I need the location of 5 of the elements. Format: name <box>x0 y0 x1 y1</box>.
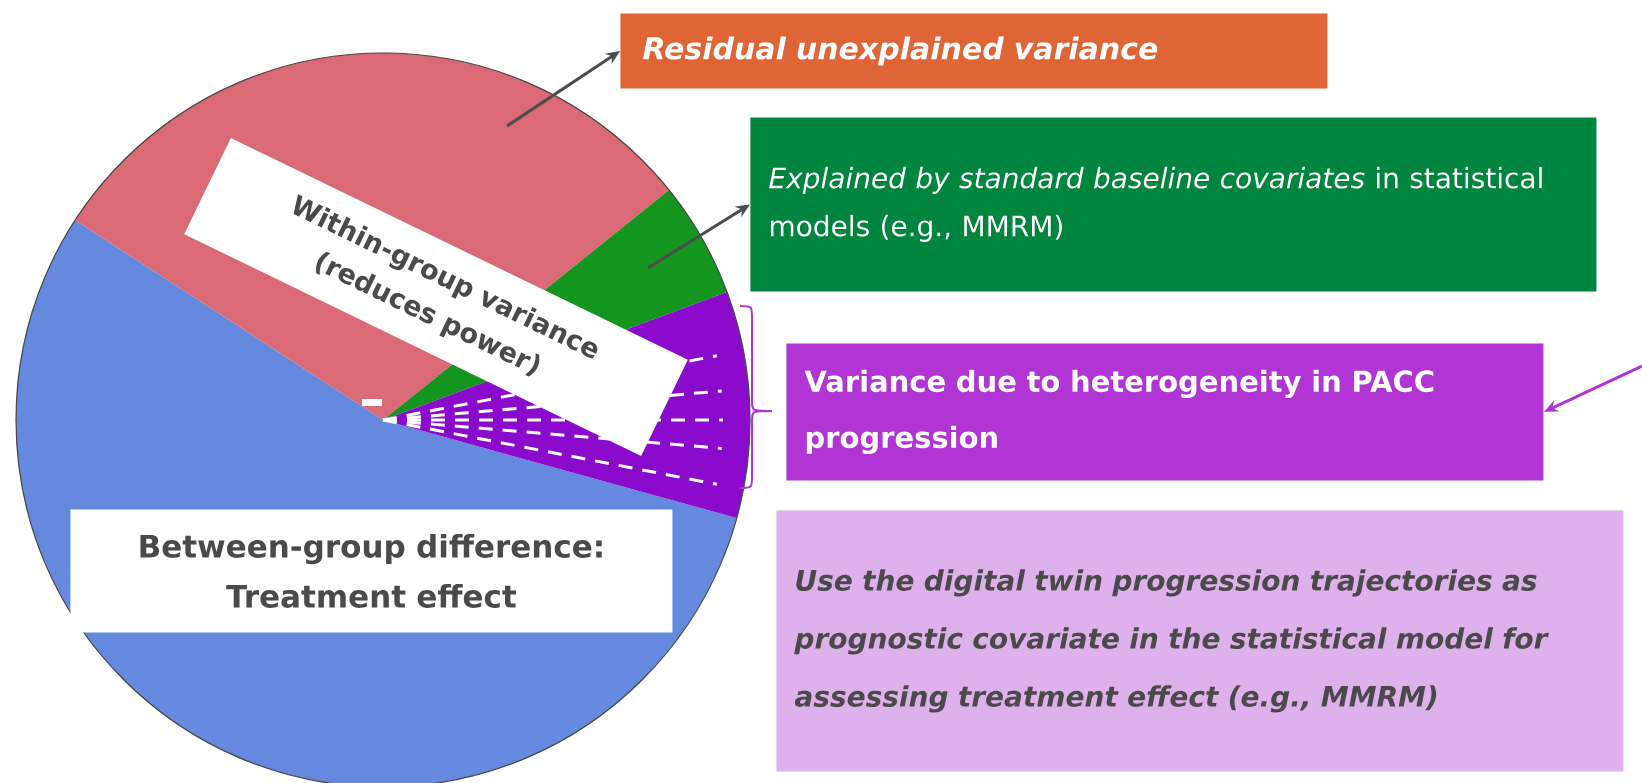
label-box: Between-group difference: Treatment effect <box>70 509 673 633</box>
label-box: Residual unexplained variance <box>620 13 1328 89</box>
note-box: Use the digital twin progression trajectories as prognostic covariate in the statistical model for assessing treatment effect (e.g., MMRM) <box>776 510 1624 772</box>
label-box: Variance due to heterogeneity in PACC progression <box>786 343 1544 481</box>
label-box: Explained by standard baseline covariates in statistical models (e.g., MMRM) <box>750 117 1597 292</box>
